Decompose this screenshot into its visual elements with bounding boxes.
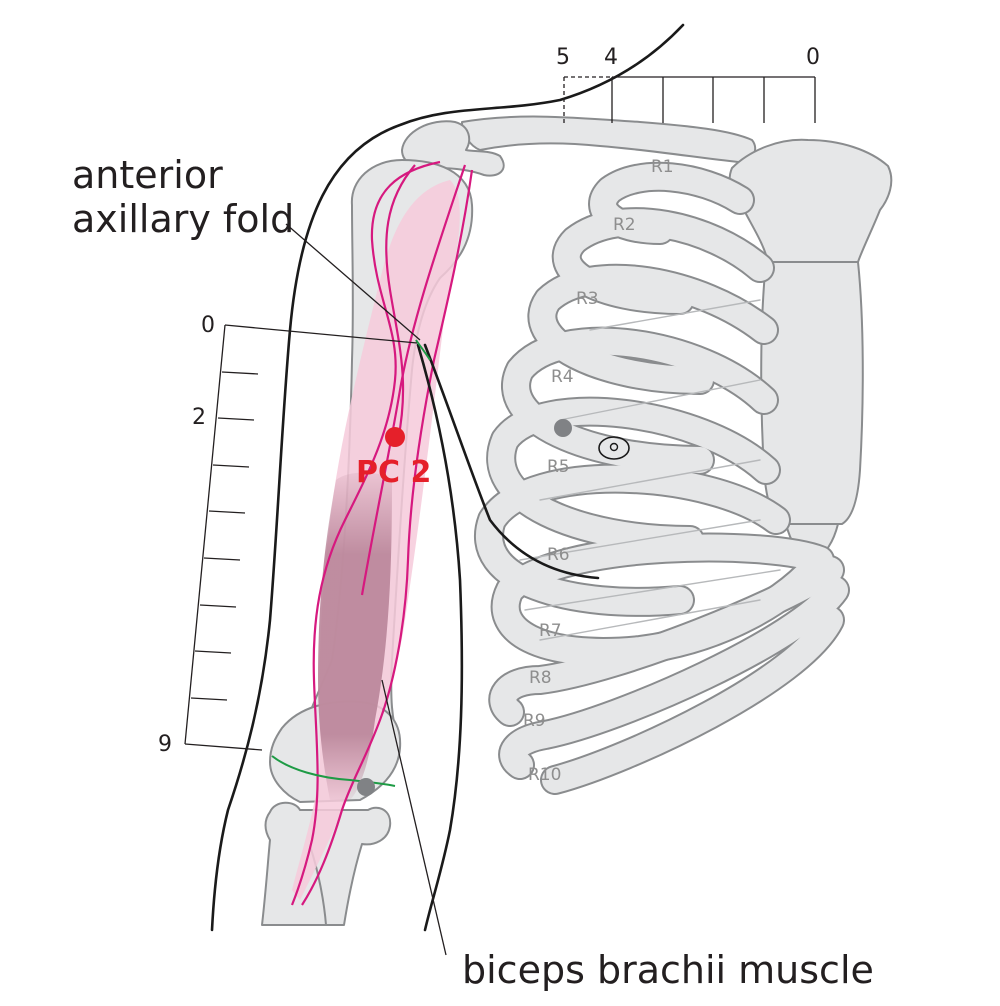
shoulder-outline [210, 23, 685, 932]
shoulder-scale-4: 4 [604, 45, 618, 70]
biceps-muscle [290, 160, 474, 906]
rib-label-4: R4 [551, 367, 574, 387]
shoulder-scale-5: 5 [556, 45, 570, 70]
anterior-fold-label-line2: axillary fold [72, 197, 294, 241]
pc2-point-dot [385, 427, 405, 447]
arm-scale: 0 2 9 [158, 313, 418, 757]
shoulder-scale: 5 4 0 [556, 45, 820, 123]
biceps-band [318, 472, 392, 800]
axilla-mark [415, 339, 431, 361]
rib-label-1: R1 [651, 157, 674, 177]
inner-arm-outline [416, 343, 464, 932]
nipple-icon [598, 436, 630, 460]
forearm-bones [261, 801, 392, 926]
arm-scale-9: 9 [158, 732, 172, 757]
biceps-outline-right [301, 169, 474, 906]
rib-cage [474, 161, 850, 795]
pc2-label: PC 2 [356, 455, 431, 490]
rib-label-3: R3 [576, 289, 599, 309]
rib-label-9: R9 [523, 711, 546, 731]
biceps-inner-line [360, 164, 467, 596]
anterior-fold-leader [285, 223, 421, 341]
rib-label-5: R5 [547, 457, 570, 477]
chest-point-dot [554, 419, 572, 437]
biceps-leader [381, 679, 447, 956]
rib-labels: R1 R2 R3 R4 R5 R6 R7 R8 R9 R10 [523, 157, 674, 785]
arm-scale-0: 0 [201, 313, 215, 338]
chest-fold-outline [423, 343, 600, 580]
anterior-fold-label-line1: anterior [72, 153, 223, 197]
shoulder-scale-0: 0 [806, 45, 820, 70]
rib-label-10: R10 [528, 765, 561, 785]
rib-label-8: R8 [529, 668, 552, 688]
biceps-short-head [385, 164, 416, 441]
biceps-label: biceps brachii muscle [462, 948, 874, 992]
body-outline [210, 23, 685, 932]
sternum-body [760, 261, 864, 525]
biceps-outline-left [290, 160, 441, 906]
elbow-point-dot [357, 778, 375, 796]
annotations: anterior axillary fold biceps brachii mu… [72, 153, 874, 992]
clavicle [461, 115, 757, 163]
arm-scale-2: 2 [192, 405, 206, 430]
elbow-crease [271, 755, 396, 787]
rib-label-6: R6 [547, 545, 570, 565]
rib-label-7: R7 [539, 621, 562, 641]
rib-label-2: R2 [613, 215, 636, 235]
